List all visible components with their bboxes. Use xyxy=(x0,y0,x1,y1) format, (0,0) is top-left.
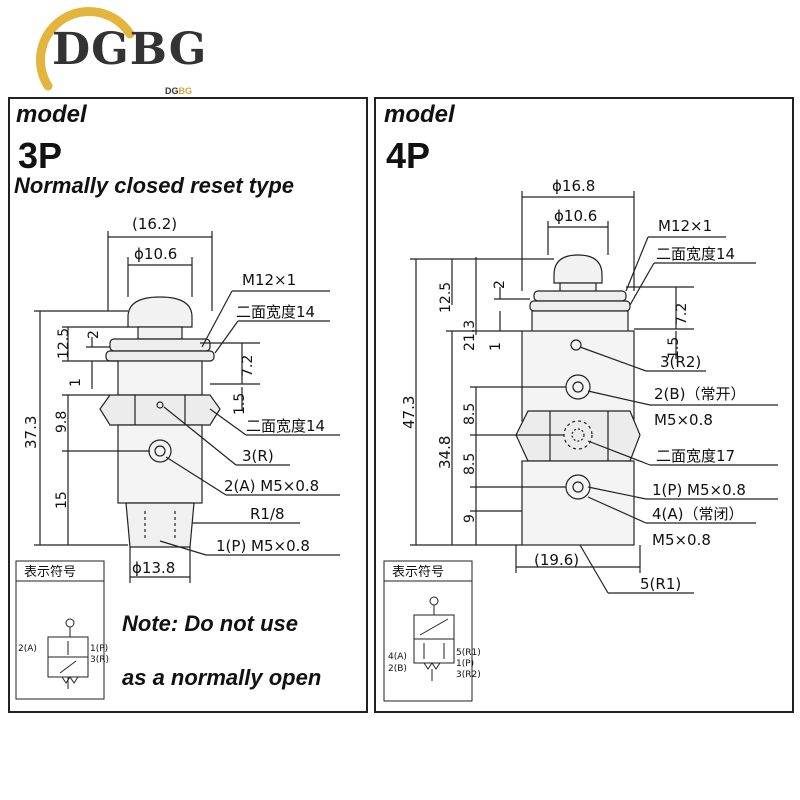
dim-7-2: 7.2 xyxy=(674,303,690,325)
model-label: model xyxy=(16,101,87,128)
dim-hex17: 二面宽度17 xyxy=(656,447,735,465)
symbol-label-1p: 1(P) xyxy=(456,659,474,669)
thread-r18: R1/8 xyxy=(250,505,285,523)
symbol-label-3r2: 3(R2) xyxy=(456,670,481,680)
thread-m5-lower: M5×0.8 xyxy=(652,531,711,549)
port-1p: 1(P) M5×0.8 xyxy=(652,481,746,499)
symbol-title: 表示符号 xyxy=(24,564,76,580)
dim-12-5: 12.5 xyxy=(56,328,72,359)
dim-9: 9 xyxy=(462,514,478,523)
port-5r1: 5(R1) xyxy=(640,575,681,593)
dim-2: 2 xyxy=(86,330,102,339)
logo-text: DGBG xyxy=(52,24,208,75)
port-4a: 4(A)（常闭） xyxy=(652,505,744,523)
dim-m12: M12×1 xyxy=(242,271,296,289)
symbol-label-3r: 3(R) xyxy=(90,655,109,665)
panel-model-3p: model 3P Normally closed reset type xyxy=(8,97,368,713)
model-number: 4P xyxy=(386,135,431,176)
dim-hex14-top: 二面宽度14 xyxy=(236,303,315,321)
valve-3p-drawing: (16.2) ϕ10.6 M12×1 二面宽度14 2 12.5 7.2 1 1… xyxy=(15,215,340,700)
symbol-label-2b: 2(B) xyxy=(388,664,407,674)
note-line-1: Note: Do not use xyxy=(122,611,298,636)
note-line-2: as a normally open xyxy=(122,665,322,690)
dim-10-6: ϕ10.6 xyxy=(554,207,597,225)
dim-10-6: ϕ10.6 xyxy=(134,245,177,263)
symbol-label-1p: 1(P) xyxy=(90,644,108,654)
dim-13-8: ϕ13.8 xyxy=(132,559,175,577)
dim-1: 1 xyxy=(488,342,504,351)
model-number: 3P xyxy=(18,135,63,176)
symbol-label-2a: 2(A) xyxy=(18,644,37,654)
dim-47-3: 47.3 xyxy=(400,396,418,429)
model-label: model xyxy=(384,101,455,128)
dim-12-5: 12.5 xyxy=(438,282,454,313)
dim-21-3: 21.3 xyxy=(462,320,478,351)
brand-logo: DGBG DGBG xyxy=(20,6,210,96)
dim-hex14: 二面宽度14 xyxy=(656,245,735,263)
dim-1: 1 xyxy=(68,378,84,387)
dim-m12: M12×1 xyxy=(658,217,712,235)
dim-19-6: (19.6) xyxy=(534,551,579,569)
symbol-box-3p xyxy=(15,560,105,700)
port-3r2: 3(R2) xyxy=(660,353,701,371)
port-2b: 2(B)（常开） xyxy=(654,385,746,403)
symbol-label-4a: 4(A) xyxy=(388,652,407,662)
port-1p: 1(P) M5×0.8 xyxy=(216,537,310,555)
symbol-label-5r1: 5(R1) xyxy=(456,648,481,658)
dim-hex14-bottom: 二面宽度14 xyxy=(246,417,325,435)
dim-2: 2 xyxy=(492,280,508,289)
thread-m5-upper: M5×0.8 xyxy=(654,411,713,429)
dim-7-2: 7.2 xyxy=(240,355,256,377)
port-3r: 3(R) xyxy=(242,447,274,465)
dim-8-5-lower: 8.5 xyxy=(462,453,478,475)
valve-4p-drawing: ϕ16.8 ϕ10.6 M12×1 二面宽度14 2 12.5 21.3 7.2… xyxy=(383,177,778,702)
logo-subtext: DGBG xyxy=(165,86,192,96)
model-subtitle: Normally closed reset type xyxy=(14,173,295,198)
logo-ring-icon xyxy=(35,6,135,91)
dim-1-5: 1.5 xyxy=(666,337,682,359)
dim-9-8: 9.8 xyxy=(54,411,70,433)
port-2a: 2(A) M5×0.8 xyxy=(224,477,319,495)
symbol-title: 表示符号 xyxy=(392,564,444,580)
dim-34-8: 34.8 xyxy=(436,436,454,469)
dim-1-5: 1.5 xyxy=(232,393,248,415)
dim-16-2: (16.2) xyxy=(132,215,177,233)
dim-16-8: ϕ16.8 xyxy=(552,177,595,195)
dim-37-3: 37.3 xyxy=(22,416,40,449)
dim-15: 15 xyxy=(54,491,70,509)
dim-8-5-upper: 8.5 xyxy=(462,403,478,425)
symbol-box-4p xyxy=(383,560,473,702)
panel-model-4p: model 4P xyxy=(374,97,794,713)
